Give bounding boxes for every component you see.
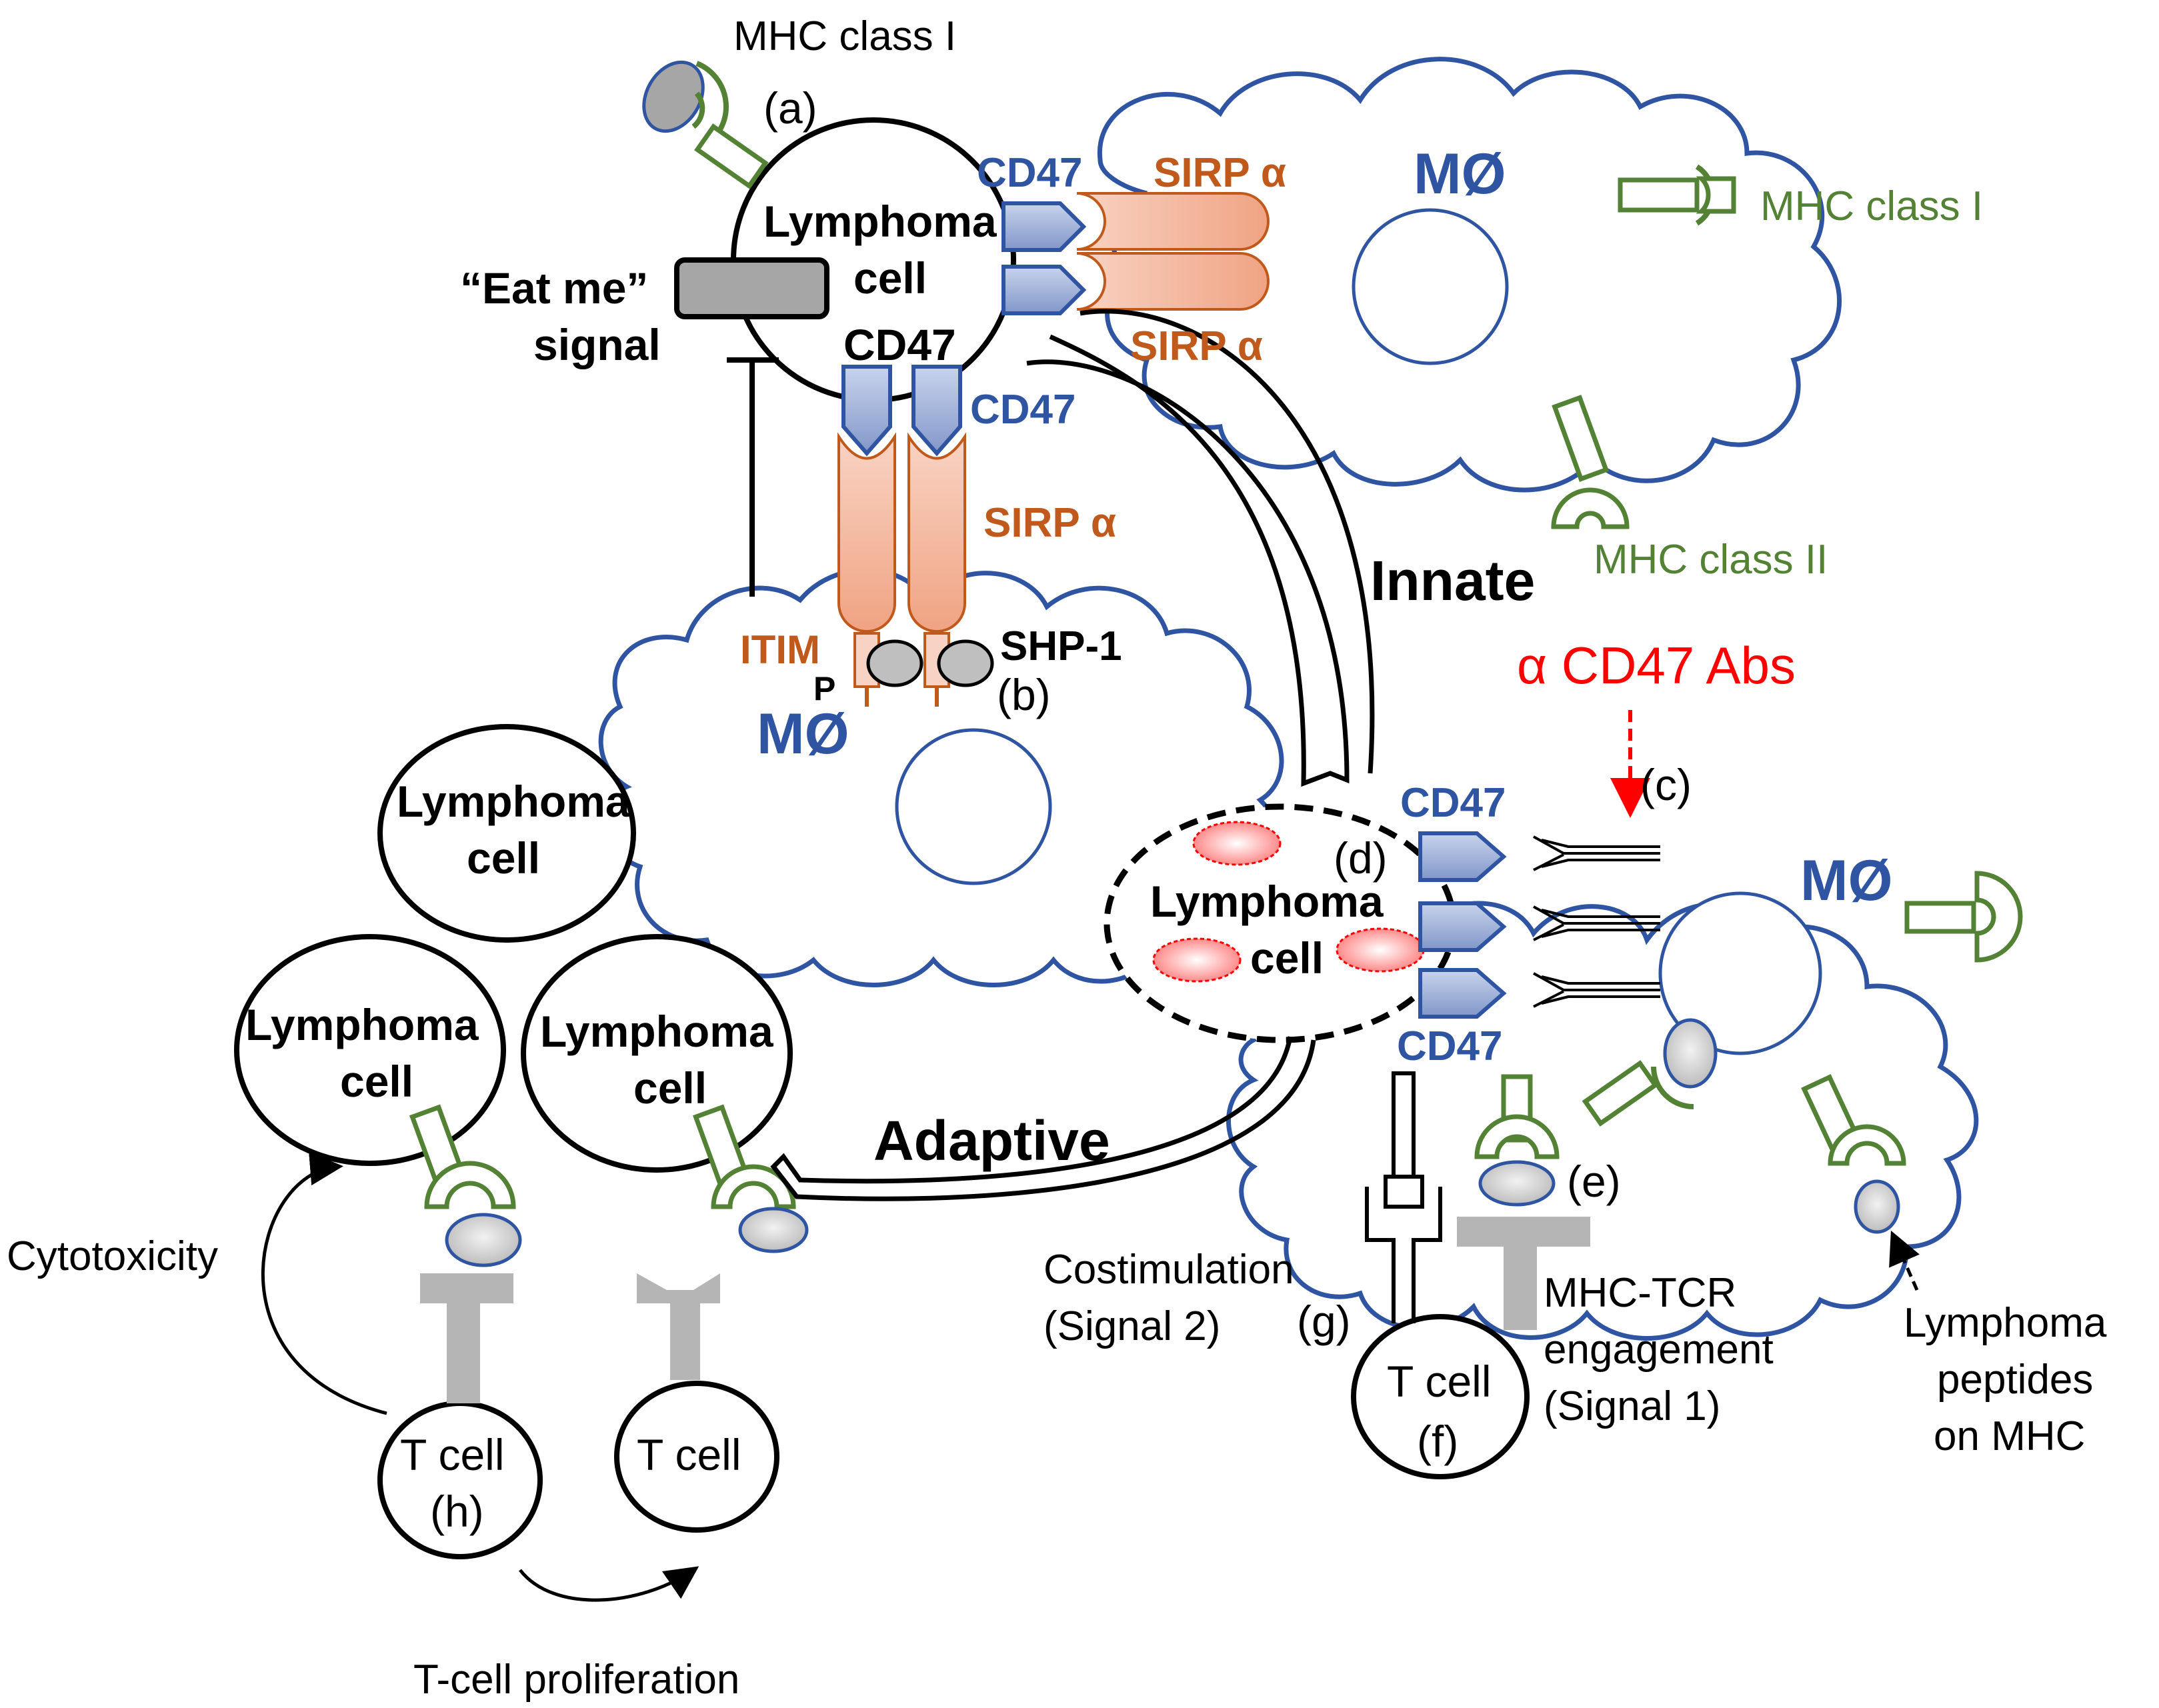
macrophage-top-cloud <box>1098 57 1842 493</box>
mo-mid-label: MØ <box>757 702 849 766</box>
cd47-top-right-label: CD47 <box>977 150 1083 196</box>
lymphoma-top-line2: cell <box>853 253 927 303</box>
eat-me-line1: “Eat me” <box>460 263 648 313</box>
cd47-lower-2-label: CD47 <box>1397 1023 1503 1069</box>
tcell-plain-label: T cell <box>637 1430 741 1479</box>
mo-right-label: MØ <box>1800 849 1893 913</box>
mhc-peptide-right-1 <box>1582 1018 1718 1127</box>
costimulation-receptor <box>1365 1071 1442 1323</box>
sirpa-top-1-label: SIRP α <box>1154 150 1286 196</box>
tcr-h <box>420 1273 513 1403</box>
cd47-vertical-group <box>841 365 962 457</box>
sirpa-top-2-label: SIRP α <box>1130 323 1263 369</box>
innate-label: Innate <box>1370 549 1535 612</box>
cytotoxicity-label: Cytotoxicity <box>7 1233 218 1279</box>
tcell-h-line2: (h) <box>430 1487 484 1536</box>
tcell-f-line1: T cell <box>1387 1357 1492 1406</box>
tcell-h-line1: T cell <box>400 1430 505 1479</box>
sirpa-mid-label: SIRP α <box>983 500 1116 546</box>
mhc-tcr-line3: (Signal 1) <box>1544 1383 1720 1429</box>
mhc-class-ii-macrophage-top <box>1551 395 1630 529</box>
label-b: (b) <box>997 670 1051 719</box>
label-d: (d) <box>1334 833 1388 883</box>
sirpa-top-group <box>1076 192 1270 311</box>
label-c: (c) <box>1640 760 1692 809</box>
peptides-arrow <box>1889 1230 1920 1291</box>
macrophage-right-nucleus <box>1658 891 1822 1055</box>
innate-arrow <box>1026 309 1375 787</box>
lymphoma-peptides-line1: Lymphoma <box>1904 1300 2107 1346</box>
eat-me-line2: signal <box>533 320 661 369</box>
red-vesicle-2 <box>1152 937 1242 983</box>
lymphoma-cell-left-mid <box>234 934 506 1166</box>
lymphoma-peptides-line3: on MHC <box>1934 1413 2085 1459</box>
mhc-class-i-macrophage-top <box>1618 164 1736 226</box>
mhc-class-ii-label: MHC class II <box>1594 537 1828 583</box>
lymphoma-dashed-line2: cell <box>1250 933 1324 983</box>
mo-top-label: MØ <box>1414 142 1506 206</box>
red-vesicle-3 <box>1336 927 1425 973</box>
mhc-left-1 <box>409 1104 522 1267</box>
mhc-class-i-top <box>642 60 769 189</box>
lymphoma-top-line1: Lymphoma <box>763 197 997 246</box>
costim-line2: (Signal 2) <box>1043 1303 1220 1349</box>
label-a: (a) <box>763 83 817 133</box>
anti-cd47-label: α CD47 Abs <box>1517 636 1796 695</box>
mhc-class-i-top-label: MHC class I <box>733 13 956 59</box>
lymphoma-peptides-line2: peptides <box>1937 1357 2093 1403</box>
mhc-class-i-macrophage-right <box>1904 871 2023 963</box>
adaptive-arrow <box>770 1036 1316 1201</box>
macrophage-mid-nucleus <box>895 728 1052 885</box>
lymphoma-dashed-line1: Lymphoma <box>1150 877 1384 926</box>
mhc-class-i-right-label: MHC class I <box>1760 183 1983 229</box>
lymphoma-cell-left-top <box>377 724 636 943</box>
label-g: (g) <box>1297 1297 1351 1346</box>
sirpa-vertical-group <box>837 432 966 633</box>
label-e: (e) <box>1567 1157 1621 1206</box>
shp1-ellipse-2 <box>937 639 994 687</box>
shp1-ellipse-1 <box>866 639 923 687</box>
itim-shp1-group <box>853 630 994 707</box>
tcr-f <box>1457 1217 1590 1330</box>
lymphoma-left-1-line2: cell <box>467 833 540 883</box>
red-vesicle-1 <box>1192 821 1282 866</box>
lymphoma-left-3-line1: Lymphoma <box>540 1007 774 1056</box>
adaptive-label: Adaptive <box>873 1109 1110 1172</box>
proliferation-arrow <box>519 1566 699 1602</box>
eat-me-signal-box <box>674 257 829 319</box>
costim-line1: Costimulation <box>1043 1247 1294 1293</box>
cd47-center-label: CD47 <box>843 320 956 369</box>
p-label: P <box>813 670 835 707</box>
tcell-plain <box>614 1381 779 1533</box>
tcell-f <box>1351 1314 1530 1479</box>
cd47-lower-1-label: CD47 <box>1400 780 1506 826</box>
itim-label: ITIM <box>740 627 820 672</box>
mhc-tcr-line2: engagement <box>1544 1327 1774 1373</box>
tcr-plain <box>637 1273 720 1380</box>
lymphoma-left-2-line1: Lymphoma <box>245 1000 479 1049</box>
peptide-e <box>1478 1160 1556 1207</box>
lymphoma-left-2-line2: cell <box>340 1057 413 1106</box>
shp1-label: SHP-1 <box>1000 623 1122 669</box>
antibody-group <box>1533 835 1660 1008</box>
cytotoxicity-arrow <box>261 1152 387 1415</box>
mhc-left-2 <box>692 1104 809 1253</box>
cd47-top-group <box>1001 201 1087 315</box>
lymphoma-left-1-line1: Lymphoma <box>397 777 631 826</box>
tcell-proliferation-label: T-cell proliferation <box>413 1657 739 1703</box>
macrophage-right-cloud <box>1226 901 1979 1341</box>
tcell-f-line2: (f) <box>1417 1417 1458 1466</box>
mhc-peptide-right-2 <box>1801 1074 1906 1234</box>
cd47-lower-group <box>1418 831 1507 1019</box>
mhc-tcr-line1: MHC-TCR <box>1544 1270 1736 1316</box>
mhc-peptide-right-3 <box>1474 1074 1560 1207</box>
macrophage-top-nucleus <box>1352 208 1509 365</box>
cd47-right-label: CD47 <box>970 387 1076 433</box>
lymphoma-left-3-line2: cell <box>633 1063 707 1113</box>
